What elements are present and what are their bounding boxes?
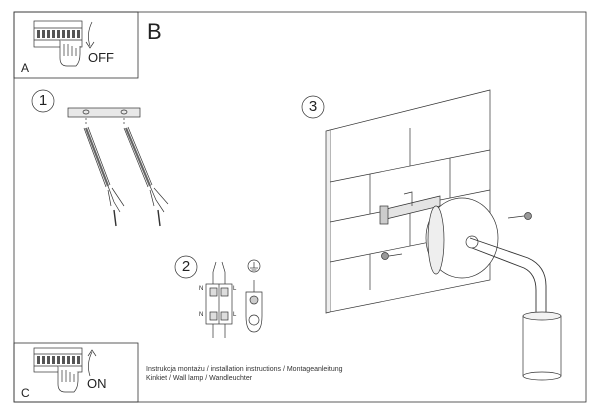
panel-c-letter: C: [21, 386, 30, 400]
terminal-label-n-top: N: [199, 286, 204, 292]
on-label: ON: [87, 376, 107, 391]
panel-c-box: [13, 342, 139, 403]
step-1-circle: [31, 89, 55, 113]
terminal-label-n-bottom: N: [199, 312, 204, 318]
step-2-illustration: [174, 255, 263, 338]
step-1-illustration: [31, 89, 169, 227]
caption-line-2: Kinkiet / Wall lamp / Wandleuchter: [146, 375, 253, 382]
panel-a-letter: A: [21, 61, 30, 75]
breaker-on-illustration: [33, 347, 97, 393]
caption-line-1: Instrukcja montażu / installation instru…: [146, 366, 343, 373]
off-label: OFF: [88, 50, 114, 65]
step-2-circle: [174, 255, 198, 279]
breaker-off-illustration: [33, 20, 95, 67]
step-3-circle: [301, 95, 325, 119]
terminal-label-l-bottom: L: [233, 312, 237, 318]
sheet-border: [13, 11, 587, 403]
step-3-illustration: [301, 89, 562, 381]
step-2-number: 2: [181, 258, 191, 275]
terminal-label-l-top: L: [233, 286, 237, 292]
step-3-number: 3: [308, 98, 318, 115]
panel-b-letter: B: [147, 19, 162, 44]
step-1-number: 1: [38, 92, 48, 109]
panel-a-box: [13, 11, 139, 79]
